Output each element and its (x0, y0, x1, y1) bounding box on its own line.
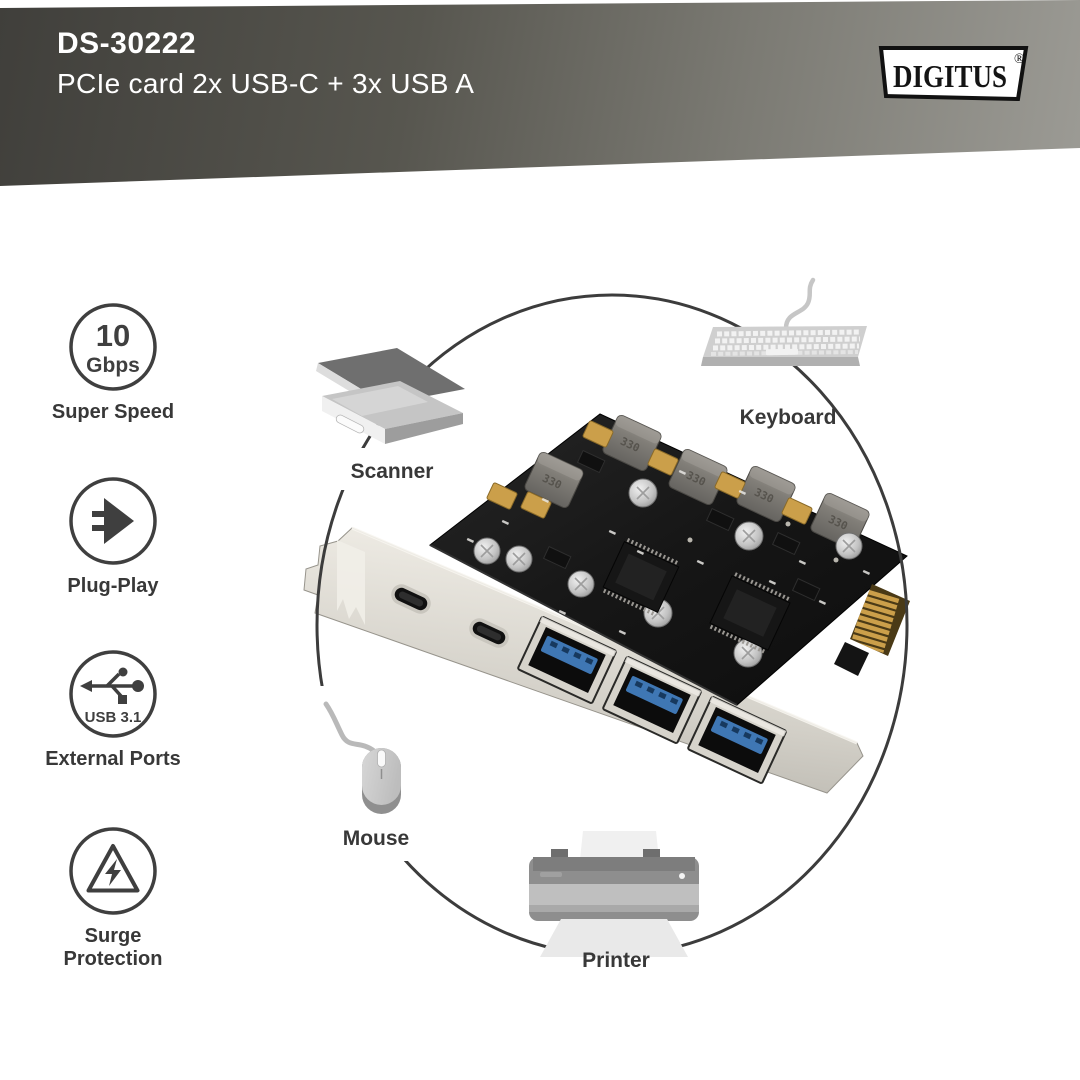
feature-label: External Ports (45, 748, 181, 770)
device-label-keyboard: Keyboard (739, 406, 837, 429)
tantalum-capacitors (486, 420, 813, 525)
device-label-printer: Printer (582, 949, 650, 972)
svg-text:Gbps: Gbps (86, 354, 140, 377)
feature-label: Plug-Play (67, 575, 159, 597)
printer-icon (529, 831, 699, 957)
secondary-ic (709, 572, 791, 654)
product-model: DS-30222 (57, 27, 197, 60)
usb-c-port-1 (391, 584, 431, 614)
logo-frame (878, 46, 1029, 102)
device-label-mouse: Mouse (342, 827, 410, 850)
usb-a-port-3 (687, 696, 787, 784)
plug-play-icon (69, 477, 157, 565)
feature-label: Super Speed (51, 401, 175, 423)
feature-super-speed: 10 Gbps Super Speed (43, 299, 183, 424)
pcb-silkscreen (466, 469, 871, 635)
usb-a-port-1 (517, 616, 617, 704)
feature-label: Surge Protection (63, 925, 163, 970)
digitus-logo: DIGITUS ® (878, 46, 1029, 102)
usb-trident-icon: USB 3.1 (69, 650, 157, 738)
ring-gap-scanner-label (338, 448, 453, 490)
pcie-card-photo: 330 330 330 330 330 (303, 413, 910, 794)
feature-surge-protection: Surge Protection (43, 823, 183, 971)
mouse-icon (323, 701, 401, 814)
feature-external-ports: USB 3.1 External Ports (43, 646, 183, 771)
pcb-notch-tab (834, 642, 869, 676)
usb-symbol (80, 667, 144, 704)
device-label-scanner: Scanner (350, 460, 434, 483)
scanner-icon (316, 348, 465, 444)
keyboard-icon (701, 277, 867, 366)
usb-c-port-2 (469, 618, 509, 648)
small-chips (542, 449, 821, 602)
surge-triangle-icon (69, 827, 157, 915)
logo-brand-text: DIGITUS (893, 58, 1007, 94)
speed-badge-icon: 10 Gbps (69, 303, 157, 391)
feature-plug-play: Plug-Play (43, 473, 183, 598)
usb-a-port-2 (602, 656, 702, 744)
svg-text:10: 10 (96, 318, 130, 353)
pcie-edge-connector (834, 584, 910, 676)
header-text: DS-30222 PCIe card 2x USB-C + 3x USB A (57, 27, 474, 100)
logo-registered-mark: ® (1014, 52, 1025, 67)
product-title: PCIe card 2x USB-C + 3x USB A (57, 68, 475, 99)
electrolytic-capacitors (473, 478, 863, 668)
svg-text:USB 3.1: USB 3.1 (85, 709, 142, 726)
main-controller-ic (602, 537, 680, 617)
inductors: 330 330 330 330 330 (524, 414, 870, 550)
